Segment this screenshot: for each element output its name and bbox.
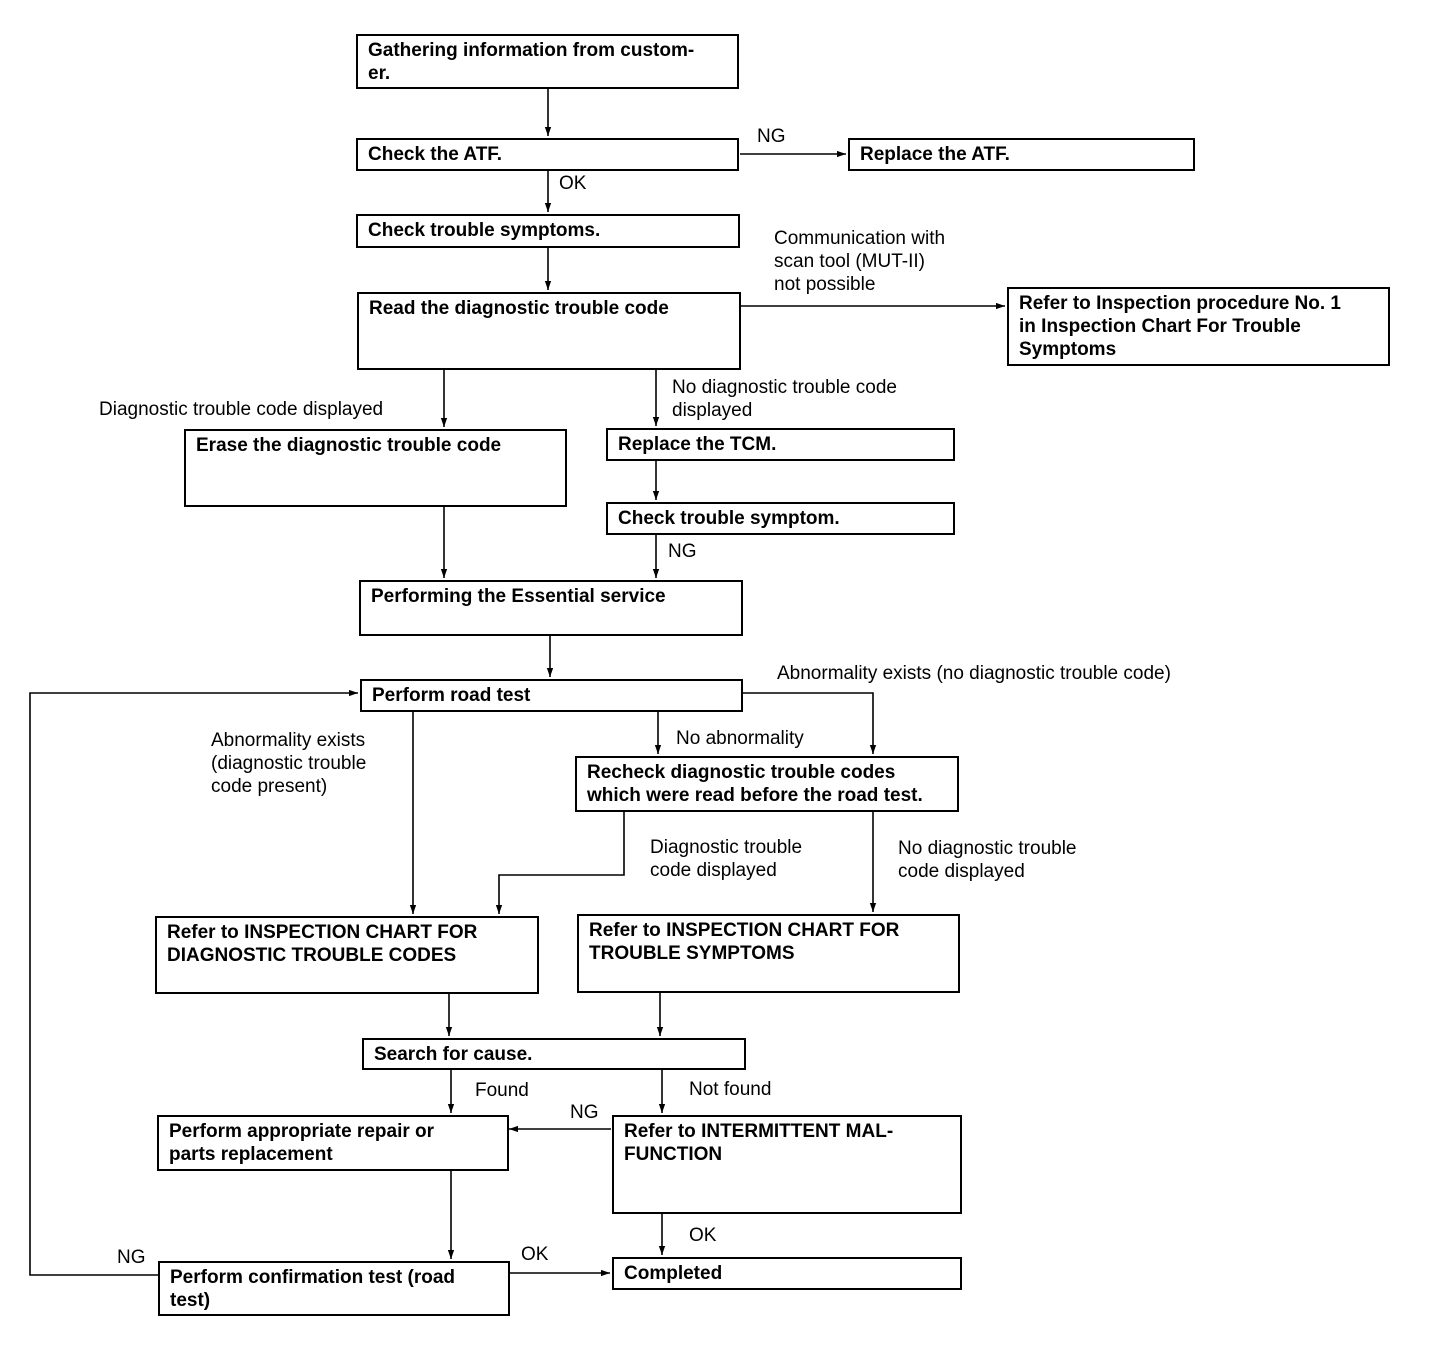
label-dtc-displayed: Diagnostic trouble code displayed: [99, 399, 384, 420]
box-gather-information: Gathering information from custom- er.: [356, 34, 739, 89]
box-refer-intermittent: Refer to INTERMITTENT MAL- FUNCTION: [612, 1115, 962, 1214]
box-read-diagnostic-code: Read the diagnostic trouble code: [357, 292, 741, 370]
label-diag-code-displayed: Diagnostic trouble code displayed: [650, 837, 803, 881]
label-no-abnormality: No abnormality: [676, 728, 804, 749]
label-ng-intermittent: NG: [570, 1102, 599, 1123]
box-completed: Completed: [612, 1257, 962, 1290]
label-no-dtc-displayed: No diagnostic trouble code displayed: [672, 377, 897, 421]
box-replace-atf: Replace the ATF.: [848, 138, 1195, 171]
box-recheck-codes: Recheck diagnostic trouble codes which w…: [575, 756, 959, 812]
label-ng-symptom: NG: [668, 541, 697, 562]
box-check-trouble-symptom: Check trouble symptom.: [606, 502, 955, 535]
label-abnormality-no-code: Abnormality exists (no diagnostic troubl…: [777, 663, 1171, 684]
box-check-atf: Check the ATF.: [356, 138, 739, 171]
label-found: Found: [475, 1080, 529, 1101]
label-ng-confirm: NG: [117, 1247, 146, 1268]
arrow-road-to-recheck-right: [742, 692, 877, 754]
box-essential-service: Performing the Essential service: [359, 580, 743, 636]
label-communication-not-possible: Communication with scan tool (MUT-II) no…: [774, 228, 946, 295]
box-perform-road-test: Perform road test: [360, 679, 743, 712]
box-refer-symptom-chart: Refer to INSPECTION CHART FOR TROUBLE SY…: [577, 914, 960, 993]
arrow-recheck-to-dtc-chart: [495, 812, 625, 914]
label-not-found: Not found: [689, 1079, 772, 1100]
box-refer-inspection-no1: Refer to Inspection procedure No. 1 in I…: [1007, 287, 1390, 366]
box-replace-tcm: Replace the TCM.: [606, 428, 955, 461]
box-erase-diagnostic-code: Erase the diagnostic trouble code: [184, 429, 567, 507]
label-no-diag-code-displayed: No diagnostic trouble code displayed: [898, 838, 1077, 882]
label-abnormality-code-present: Abnormality exists (diagnostic trouble c…: [211, 730, 367, 797]
box-refer-dtc-chart: Refer to INSPECTION CHART FOR DIAGNOSTIC…: [155, 916, 539, 994]
arrow-confirm-ng-loop: [29, 689, 358, 1276]
label-ok-confirm: OK: [521, 1244, 549, 1265]
box-confirmation-test: Perform confirmation test (road test): [158, 1261, 510, 1316]
label-ng-atf: NG: [757, 126, 786, 147]
box-perform-repair: Perform appropriate repair or parts repl…: [157, 1115, 509, 1171]
box-check-trouble-symptoms: Check trouble symptoms.: [356, 214, 740, 248]
box-search-for-cause: Search for cause.: [362, 1038, 746, 1070]
label-ok-intermittent: OK: [689, 1225, 717, 1246]
label-ok-atf: OK: [559, 173, 587, 194]
